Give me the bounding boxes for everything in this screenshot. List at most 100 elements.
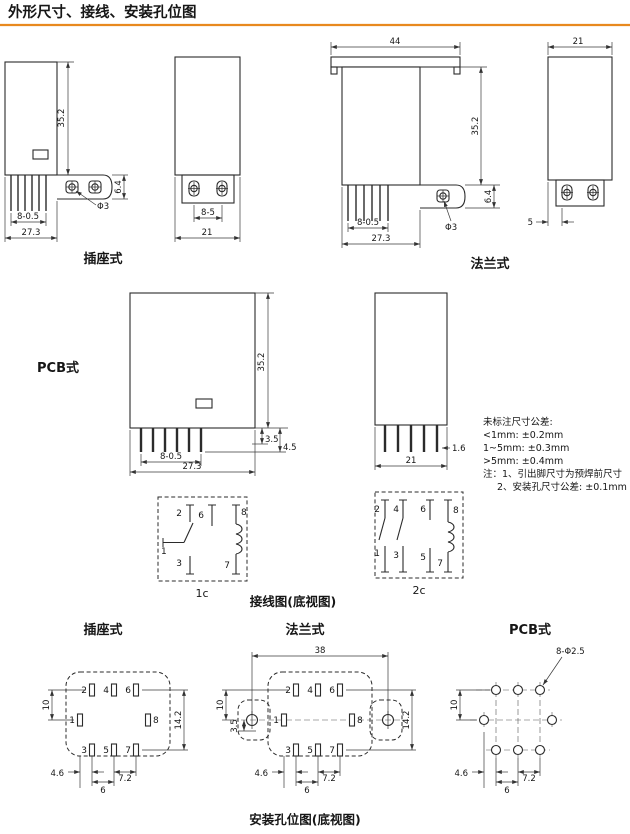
pin-number: 5 <box>420 553 426 563</box>
dim-flange-thickness: 6.4 <box>114 180 124 194</box>
mounting-flange: 法兰式 38 2 4 6 1 8 3 5 7 10 3.5 14.2 <box>216 622 416 796</box>
pin-number: 4 <box>307 686 313 696</box>
socket-base <box>181 174 235 204</box>
dim-total-height: 14.2 <box>402 711 412 730</box>
wiring-diagram-1c: 2 1 3 6 8 7 1c <box>157 496 248 600</box>
label-socket-type: 插座式 <box>83 251 122 267</box>
pcb-hole <box>512 684 524 696</box>
pcb-hole <box>490 684 502 696</box>
hole-leader <box>542 656 563 686</box>
socket-flange <box>420 184 466 209</box>
pin-number: 5 <box>307 746 313 756</box>
relay-body <box>4 61 58 176</box>
dim-side-width: 21 <box>406 456 417 466</box>
mounting-caption: 安装孔位图(底视图) <box>249 812 360 827</box>
dim-col-spacing: 7.2 <box>322 774 336 784</box>
pin-number: 6 <box>420 505 426 515</box>
note-line: <1mm: ±0.2mm <box>483 430 563 441</box>
mounting-socket: 插座式 2 4 6 1 8 3 5 7 10 14.2 4.6 6 7.2 <box>42 622 188 796</box>
label-socket-type: 插座式 <box>83 622 122 638</box>
dim-body-width: 27.3 <box>183 462 202 472</box>
note-line: 未标注尺寸公差: <box>483 416 553 428</box>
dim-body-height: 35.2 <box>257 353 267 372</box>
pin-number: 2 <box>285 686 291 696</box>
mounting-pcb: PCB式 8-Φ2.5 10 4.6 6 7.2 <box>450 622 585 796</box>
pcb-hole <box>478 714 490 726</box>
pin-number: 1 <box>161 547 167 557</box>
pin-number: 5 <box>103 746 109 756</box>
dim-body-height: 35.2 <box>57 109 67 128</box>
pin-number: 8 <box>153 716 159 726</box>
pcb-hole <box>512 744 524 756</box>
pin-number: 7 <box>125 746 131 756</box>
dim-pin-pitch: 8-0.5 <box>17 212 39 222</box>
label-flange-type: 法兰式 <box>470 256 509 272</box>
pin-number: 4 <box>103 686 109 696</box>
dim-flange-width: 44 <box>390 37 401 47</box>
dim-col-spacing: 7.2 <box>118 774 132 784</box>
relay-body <box>547 56 613 181</box>
pin-number: 2 <box>81 686 87 696</box>
pcb-side-view: 21 1.6 <box>374 292 466 470</box>
dim-slot-spacing: 8-5 <box>201 208 215 218</box>
pin-number: 7 <box>329 746 335 756</box>
pin-number: 4 <box>393 505 399 515</box>
dim-row-spacing: 10 <box>450 700 460 711</box>
dim-body-width: 27.3 <box>22 228 41 238</box>
pcb-hole <box>534 744 546 756</box>
pcb-hole <box>546 714 558 726</box>
relay-body <box>374 292 448 426</box>
coil-symbol <box>447 521 455 553</box>
pin-number: 7 <box>437 559 443 569</box>
dim-offset: 5 <box>528 218 533 228</box>
dim-pin-pitch: 8-0.5 <box>160 452 182 462</box>
flange-front-view: 44 Φ3 35.2 6.4 8-0.5 27.3 <box>330 37 500 248</box>
dim-row-spacing: 10 <box>42 700 52 711</box>
dim-body-height: 35.2 <box>471 117 481 136</box>
pin-number: 1 <box>374 549 380 559</box>
dim-hole-span: 38 <box>315 646 326 656</box>
coil-symbol <box>235 523 243 555</box>
hole-leader <box>75 190 97 206</box>
dim-col-spacing: 4.6 <box>454 769 468 779</box>
wiring-caption: 接线图(底视图) <box>250 594 336 609</box>
dim-col-spacing: 4.6 <box>254 769 268 779</box>
pin-number: 6 <box>125 686 131 696</box>
dim-body-width: 27.3 <box>372 234 391 244</box>
pin-number: 7 <box>224 561 230 571</box>
dim-pin-length: 4.5 <box>283 443 297 453</box>
pin-number: 3 <box>393 551 399 561</box>
label-2c: 2c <box>412 584 425 597</box>
pcb-hole <box>490 744 502 756</box>
label-window <box>195 398 213 409</box>
label-window <box>32 149 49 160</box>
pin-number: 8 <box>241 508 247 518</box>
pin-number: 6 <box>198 511 204 521</box>
pcb-hole <box>534 684 546 696</box>
dim-pcb-holes: 8-Φ2.5 <box>556 647 585 657</box>
contact-armature <box>183 522 194 543</box>
pin-number: 8 <box>357 716 363 726</box>
contact-armature <box>396 517 404 541</box>
dim-row-spacing: 10 <box>216 700 226 711</box>
pin-number: 8 <box>453 506 459 516</box>
label-pcb-type: PCB式 <box>37 360 79 376</box>
wiring-outline <box>157 496 248 582</box>
dim-hole-offset: 3.5 <box>230 719 240 733</box>
relay-body <box>174 56 241 176</box>
dim-pin-pitch: 8-0.5 <box>357 218 379 228</box>
dim-pin-shoulder: 3.5 <box>265 435 279 445</box>
note-line: 1~5mm: ±0.3mm <box>483 443 569 454</box>
pin-number: 2 <box>374 505 380 515</box>
dim-col-spacing: 6 <box>304 786 309 796</box>
socket-side-view: 8-5 21 <box>174 56 241 242</box>
dim-pin-thickness: 1.6 <box>452 444 466 454</box>
dim-hole-diameter: Φ3 <box>445 223 457 233</box>
socket-base <box>555 179 605 207</box>
pin-number: 1 <box>273 716 279 726</box>
pin-number: 2 <box>176 509 182 519</box>
wiring-diagram-2c: 2 4 1 3 6 5 8 7 2c <box>374 491 464 597</box>
header: 外形尺寸、接线、安装孔位图 <box>0 3 630 27</box>
pin-number: 3 <box>285 746 291 756</box>
